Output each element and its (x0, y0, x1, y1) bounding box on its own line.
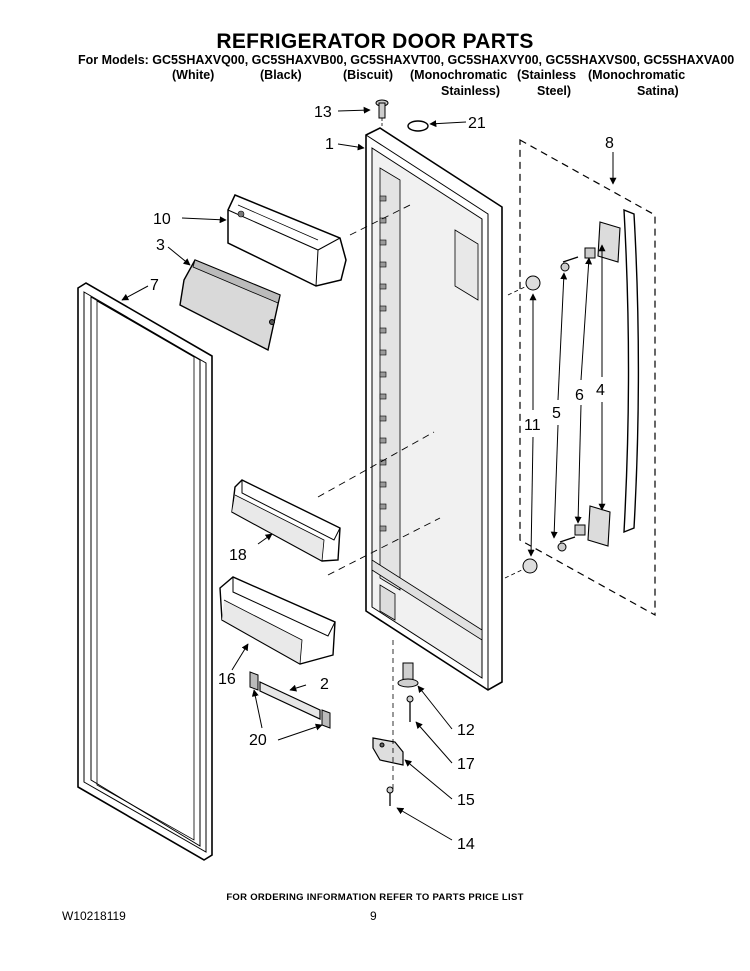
callout-6: 6 (575, 387, 584, 404)
variant-monochromatic-stainless: (Monochromatic (410, 68, 508, 82)
page-number: 9 (370, 909, 377, 923)
callout-11: 11 (524, 417, 541, 434)
door-bin-small (231, 479, 341, 562)
callout-2: 2 (320, 676, 329, 693)
door-liner (365, 127, 503, 691)
assembly-reference-lines (317, 203, 441, 576)
callout-8: 8 (605, 135, 614, 152)
callout-10: 10 (153, 211, 171, 228)
callout-20: 20 (249, 732, 267, 749)
variant-black: (Black) (260, 68, 302, 82)
callout-numbers: 13 21 1 10 3 7 8 4 6 5 11 18 16 2 20 12 … (150, 104, 614, 853)
variant-stainless-steel: (Stainless (517, 68, 577, 82)
callout-16: 16 (218, 671, 236, 688)
callout-12: 12 (457, 722, 475, 739)
door-bin-large (219, 576, 336, 665)
document-number: W10218119 (62, 909, 126, 923)
leader-arrows (121, 106, 617, 841)
ordering-note: FOR ORDERING INFORMATION REFER TO PARTS … (226, 892, 524, 903)
callout-7: 7 (150, 277, 159, 294)
bin-trim (249, 671, 331, 729)
callout-21: 21 (468, 115, 486, 132)
bottom-hinge-assembly (372, 640, 419, 806)
callout-13: 13 (314, 104, 332, 121)
callout-14: 14 (457, 836, 475, 853)
bin-door (179, 259, 281, 352)
hinge-washer (407, 120, 429, 132)
variant-white: (White) (172, 68, 215, 82)
callout-18: 18 (229, 547, 247, 564)
variant-biscuit: (Biscuit) (343, 68, 393, 82)
callout-5: 5 (552, 405, 561, 422)
callout-4: 4 (596, 382, 605, 399)
variant-monochromatic-satina: (Monochromatic (588, 68, 686, 82)
variant-row2-satina: Satina) (637, 84, 679, 98)
top-hinge-pin (375, 99, 389, 128)
callout-15: 15 (457, 792, 475, 809)
page-title: REFRIGERATOR DOOR PARTS (216, 30, 534, 53)
handle-kit (504, 138, 656, 617)
variant-row2-stainless: Stainless) (441, 84, 501, 98)
models-line: For Models: GC5SHAXVQ00, GC5SHAXVB00, GC… (78, 53, 735, 67)
door-gasket (77, 282, 213, 861)
callout-17: 17 (457, 756, 475, 773)
upper-bin (227, 194, 347, 287)
callout-3: 3 (156, 237, 165, 254)
variant-row2-steel: Steel) (537, 84, 572, 98)
callout-1: 1 (325, 136, 334, 153)
